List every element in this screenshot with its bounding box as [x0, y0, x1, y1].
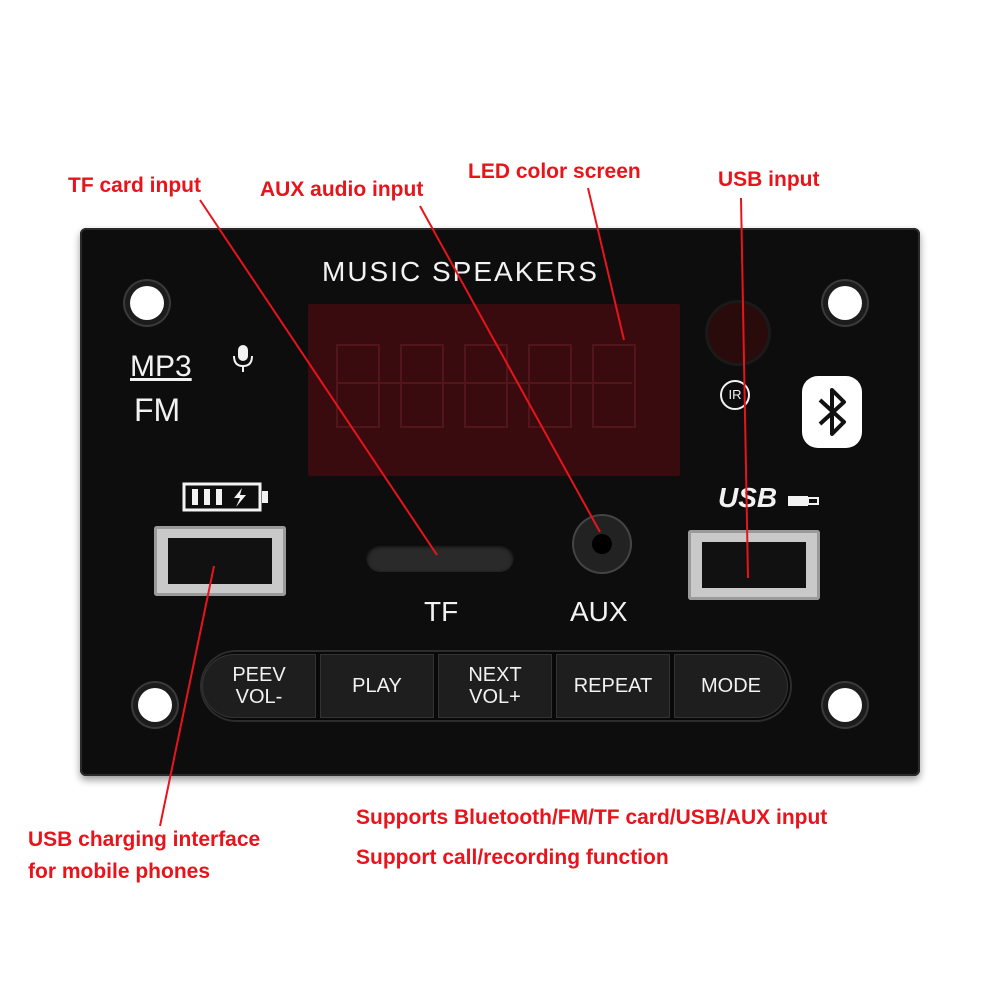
play-button[interactable]: PLAY [320, 654, 434, 718]
mounting-hole-top-right [828, 286, 862, 320]
feature-text-line1: Supports Bluetooth/FM/TF card/USB/AUX in… [356, 806, 828, 829]
aux-jack[interactable] [574, 516, 630, 572]
bluetooth-badge [802, 376, 862, 448]
bluetooth-icon [818, 388, 846, 436]
mp3-label: MP3 [130, 350, 192, 383]
board-title: MUSIC SPEAKERS [322, 256, 599, 287]
callout-tf-card-input: TF card input [68, 174, 201, 197]
mp3-decoder-board: MUSIC SPEAKERS MP3 FM IR USB [80, 228, 920, 776]
callout-aux-audio-input: AUX audio input [260, 178, 424, 201]
tf-label: TF [424, 596, 459, 627]
mounting-hole-bottom-right [828, 688, 862, 722]
repeat-button[interactable]: REPEAT [556, 654, 670, 718]
usb-input-port[interactable] [688, 530, 820, 600]
ir-label: IR [720, 380, 750, 410]
button-label: PLAY [352, 675, 402, 697]
ir-receiver [708, 303, 768, 363]
mounting-hole-top-left [130, 286, 164, 320]
callout-usb-input: USB input [718, 168, 820, 191]
callout-led-color-screen: LED color screen [468, 160, 641, 183]
button-label-line1: PEEV [232, 664, 286, 686]
mode-button[interactable]: MODE [674, 654, 788, 718]
feature-text-line2: Support call/recording function [356, 846, 669, 869]
tf-card-slot[interactable] [366, 544, 514, 572]
callout-usb-charging-line1: USB charging interface [28, 828, 261, 851]
aux-label: AUX [570, 596, 628, 627]
usb-logo: USB [718, 482, 778, 513]
microphone-icon [233, 345, 253, 372]
mounting-hole-bottom-left [138, 688, 172, 722]
button-label-line2: VOL- [235, 686, 283, 708]
fm-label: FM [134, 392, 181, 428]
battery-charging-icon [182, 482, 268, 512]
button-label: REPEAT [573, 675, 653, 697]
usb-plug-icon [788, 496, 819, 506]
callout-usb-charging-line2: for mobile phones [28, 860, 211, 883]
button-label: MODE [701, 675, 761, 697]
led-display [308, 304, 680, 476]
button-label-line2: VOL+ [469, 686, 521, 708]
usb-charging-port[interactable] [154, 526, 286, 596]
button-label-line1: NEXT [468, 664, 522, 686]
